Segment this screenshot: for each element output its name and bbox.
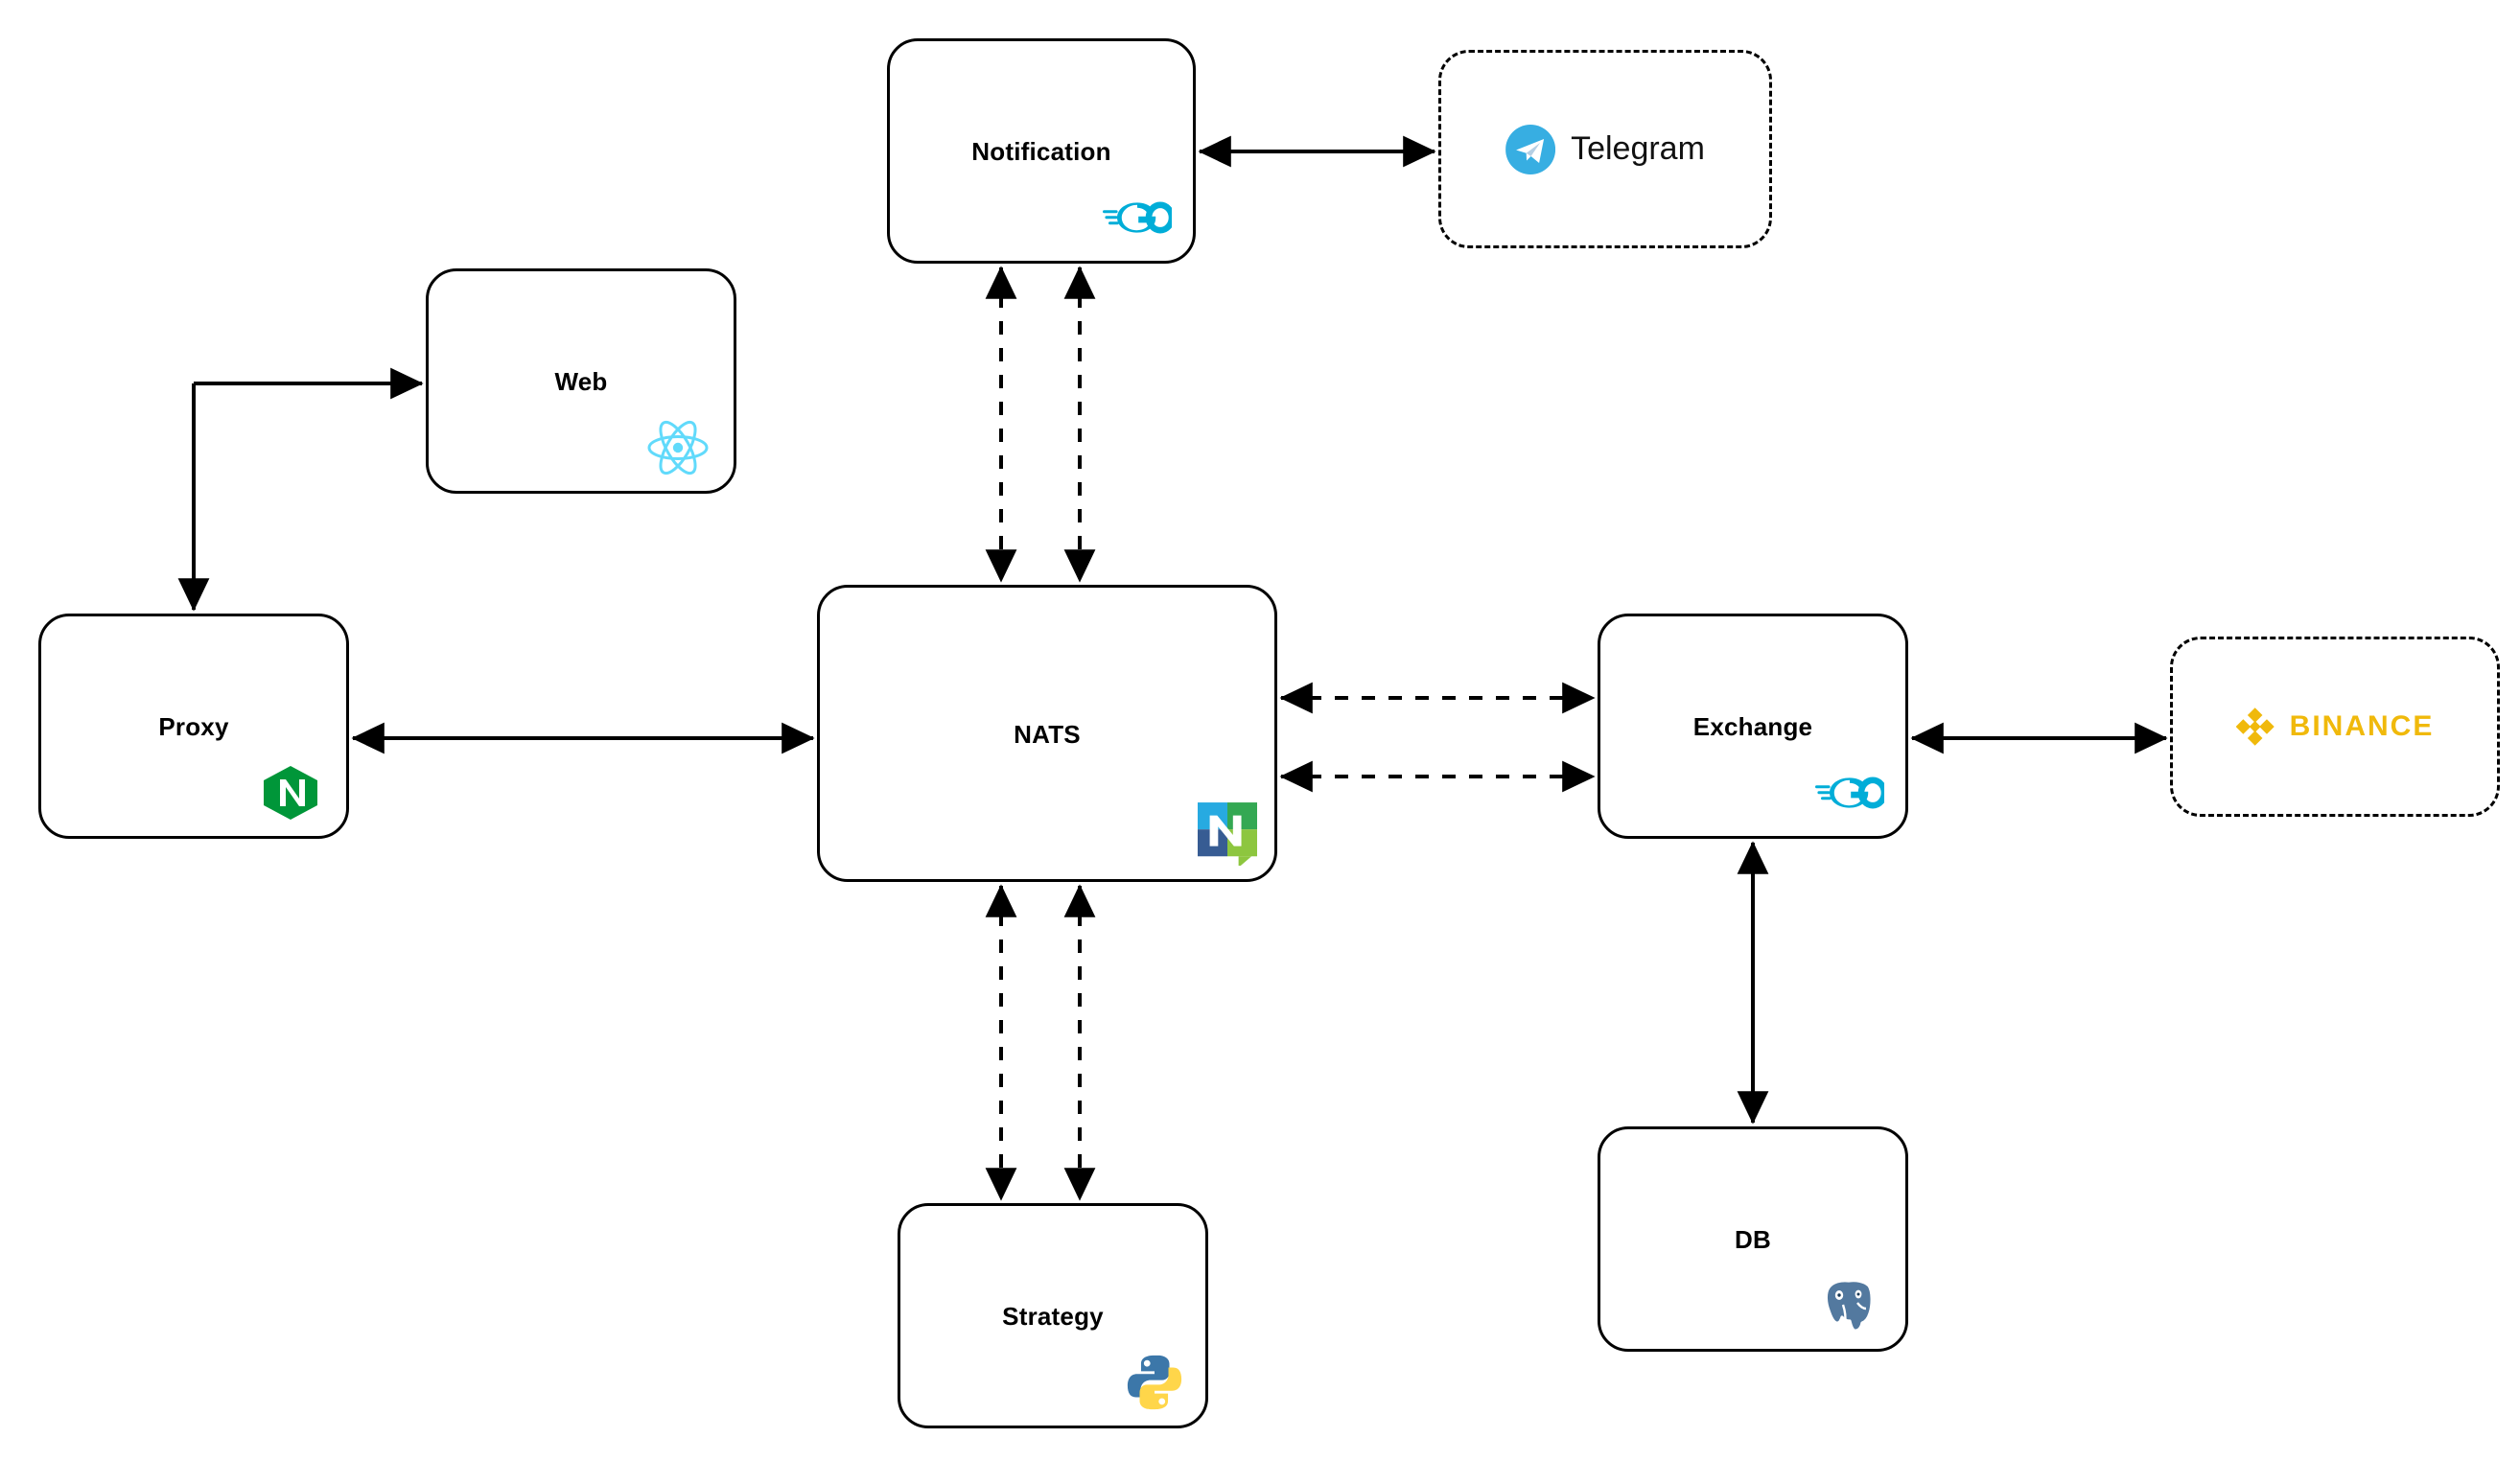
node-nats[interactable]: NATS bbox=[817, 585, 1277, 882]
node-web[interactable]: Web bbox=[426, 268, 736, 494]
binance-label: BINANCE bbox=[2289, 710, 2435, 742]
node-nats-label: NATS bbox=[1014, 720, 1081, 749]
node-db-label: DB bbox=[1735, 1225, 1771, 1254]
node-web-label: Web bbox=[554, 367, 608, 396]
binance-brand: BINANCE bbox=[2235, 707, 2435, 746]
edge-proxy-web bbox=[177, 367, 424, 612]
node-exchange[interactable]: Exchange bbox=[1598, 614, 1908, 839]
go-logo bbox=[1103, 201, 1172, 234]
node-proxy-label: Proxy bbox=[158, 712, 229, 741]
go-logo bbox=[1815, 777, 1884, 809]
python-logo bbox=[1127, 1355, 1182, 1410]
node-binance[interactable]: BINANCE bbox=[2170, 637, 2500, 817]
telegram-label: Telegram bbox=[1571, 130, 1705, 167]
node-notification[interactable]: Notification bbox=[887, 38, 1196, 264]
node-telegram[interactable]: Telegram bbox=[1438, 50, 1772, 248]
nginx-logo bbox=[264, 766, 317, 820]
node-exchange-label: Exchange bbox=[1692, 712, 1813, 741]
telegram-brand: Telegram bbox=[1505, 124, 1705, 174]
node-db[interactable]: DB bbox=[1598, 1126, 1908, 1352]
binance-icon bbox=[2235, 707, 2275, 746]
postgresql-logo bbox=[1824, 1279, 1874, 1333]
node-strategy[interactable]: Strategy bbox=[898, 1203, 1208, 1428]
nats-logo bbox=[1198, 802, 1257, 866]
telegram-icon bbox=[1505, 124, 1556, 174]
react-logo bbox=[647, 420, 709, 475]
node-strategy-label: Strategy bbox=[1002, 1302, 1104, 1331]
node-notification-label: Notification bbox=[971, 137, 1111, 166]
node-proxy[interactable]: Proxy bbox=[38, 614, 349, 839]
